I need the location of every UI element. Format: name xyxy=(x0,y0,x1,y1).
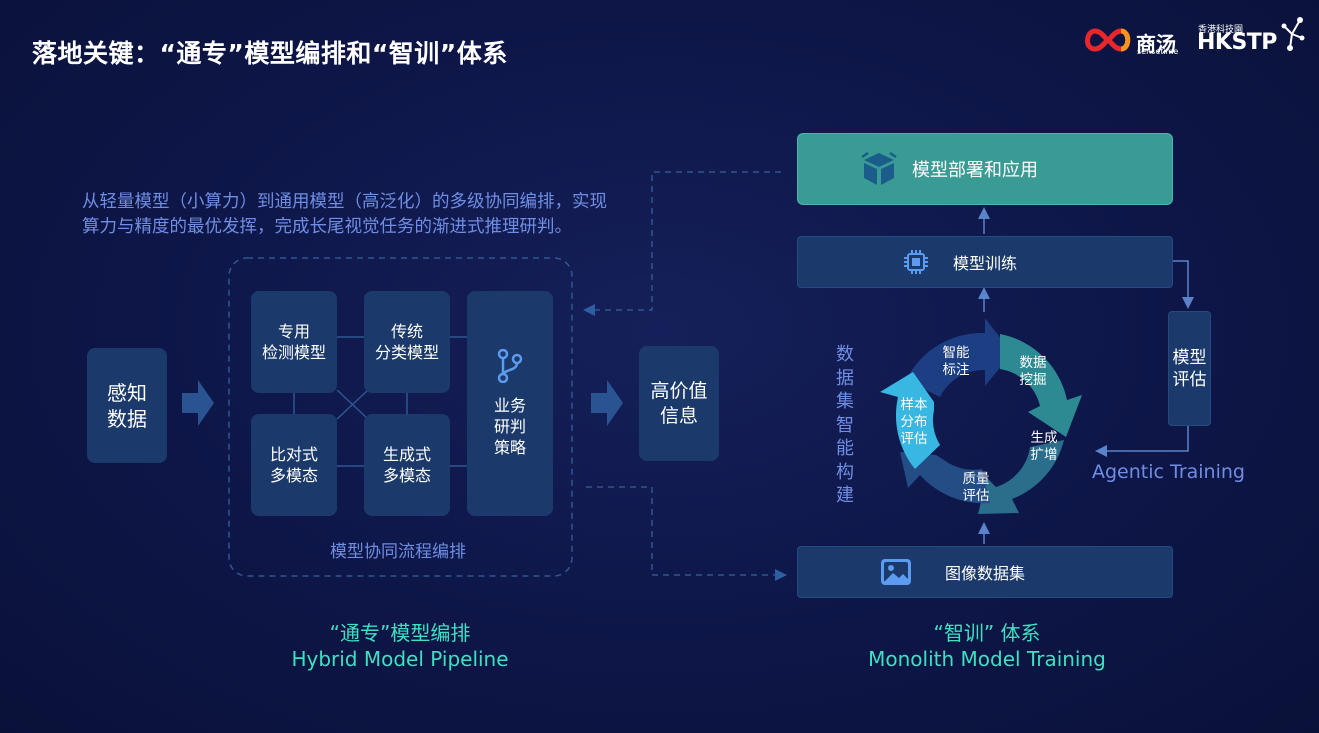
image-icon xyxy=(881,559,911,585)
model-eval-box: 模型 评估 xyxy=(1168,311,1211,426)
cycle-label-annotation: 智能 标注 xyxy=(942,345,970,378)
pipeline-caption: 模型协同流程编排 xyxy=(330,542,466,562)
arrow-output xyxy=(591,380,623,426)
generative-multimodal-box: 生成式 多模态 xyxy=(364,414,450,516)
pipeline-frame xyxy=(228,257,573,577)
hkstp-star-icon xyxy=(1281,17,1305,51)
high-value-info-box: 高价值 信息 xyxy=(639,346,719,461)
model-training-label: 模型训练 xyxy=(952,254,1017,273)
cycle-label-quality: 质量 评估 xyxy=(962,471,990,504)
branch-icon xyxy=(497,349,523,383)
image-dataset-label: 图像数据集 xyxy=(944,564,1025,583)
business-strategy-label: 业务 研判 策略 xyxy=(493,396,526,457)
hybrid-pipeline-en: Hybrid Model Pipeline xyxy=(291,647,509,671)
business-strategy-box: 业务 研判 策略 xyxy=(467,291,553,516)
cycle-label-mining: 数据 挖掘 xyxy=(1019,355,1047,388)
sensetime-subname: sensetime xyxy=(1137,47,1179,56)
specialized-detection-model-box: 专用 检测模型 xyxy=(251,291,337,393)
cycle-label-distribution: 样本 分布 评估 xyxy=(900,397,928,447)
agentic-training-label: Agentic Training xyxy=(1092,461,1245,483)
page-title: 落地关键：“通专”模型编排和“智训”体系 xyxy=(32,39,508,68)
cycle-label-augmentation: 生成 扩增 xyxy=(1030,430,1058,463)
perception-data-box: 感知 数据 xyxy=(87,348,167,463)
data-cycle-ring xyxy=(880,318,1082,514)
contrastive-multimodal-box: 比对式 多模态 xyxy=(251,414,337,516)
monolith-training-cn: “智训” 体系 xyxy=(933,621,1041,645)
traditional-classification-model-box: 传统 分类模型 xyxy=(364,291,450,393)
monolith-training-caption: “智训” 体系 Monolith Model Training xyxy=(800,620,1174,672)
arrow-input xyxy=(182,380,214,426)
image-dataset-bar: 图像数据集 xyxy=(797,546,1173,598)
chip-icon xyxy=(904,250,928,274)
model-deploy-bar: 模型部署和应用 xyxy=(797,133,1173,205)
sensetime-logo-icon xyxy=(1085,28,1131,52)
cube-icon xyxy=(861,151,897,185)
hybrid-pipeline-caption: “通专”模型编排 Hybrid Model Pipeline xyxy=(230,620,570,672)
hybrid-pipeline-cn: “通专”模型编排 xyxy=(329,621,471,645)
model-training-bar: 模型训练 xyxy=(797,236,1173,288)
sensetime-name: 商汤 xyxy=(1136,32,1176,56)
monolith-training-en: Monolith Model Training xyxy=(868,647,1106,671)
intro-text: 从轻量模型（小算力）到通用模型（高泛化）的多级协同编排，实现算力与精度的最优发挥… xyxy=(82,192,607,237)
model-deploy-label: 模型部署和应用 xyxy=(912,160,1038,181)
dataset-construction-title: 数据集智能构建 xyxy=(836,344,854,506)
hkstp-name: HKSTP xyxy=(1197,30,1277,55)
hkstp-name-cn: 香港科技園 xyxy=(1198,25,1244,35)
